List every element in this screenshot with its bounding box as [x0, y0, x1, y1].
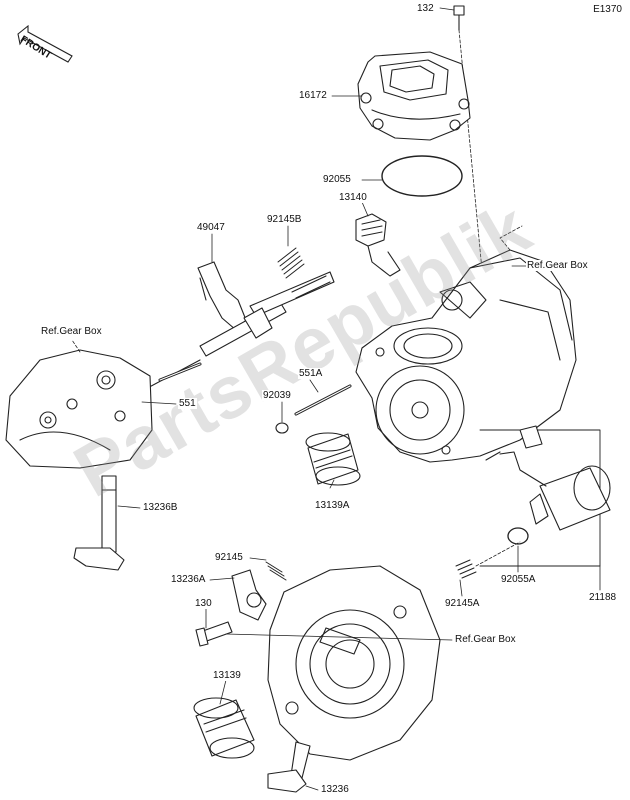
washer-92039-drawing: [275, 422, 289, 434]
part-label-13236B: 13236B: [142, 502, 179, 513]
spring-92145A-drawing: [455, 559, 477, 579]
actuator-21188-drawing: [479, 425, 611, 567]
left-gear-box-drawing: [5, 339, 153, 469]
part-label-130: 130: [194, 598, 213, 609]
cover-16172-drawing: [357, 51, 471, 141]
sensor-13140-drawing: [355, 213, 401, 277]
pin-13236-drawing: [267, 741, 311, 793]
part-label-92145A: 92145A: [444, 598, 481, 609]
part-label-92145B: 92145B: [266, 214, 303, 225]
pin-13236B-drawing: [73, 475, 125, 571]
lower-gear-box-drawing: [267, 565, 441, 761]
part-label-21188: 21188: [588, 592, 618, 603]
part-label-92145: 92145: [214, 552, 244, 563]
spring-92145B-drawing: [277, 247, 305, 279]
part-label-92055: 92055: [322, 174, 352, 185]
part-label-551A: 551A: [298, 368, 324, 379]
spring-92145-drawing: [265, 561, 287, 581]
bolt-130-drawing: [195, 621, 233, 647]
part-label-13140: 13140: [338, 192, 368, 203]
shift-fork-49047-drawing: [197, 261, 247, 331]
sleeve-13139A-drawing: [305, 432, 361, 486]
part-label-92055A: 92055A: [500, 574, 537, 585]
ref-gear-box-right-label: Ref.Gear Box: [526, 260, 589, 271]
ref-gear-box-left-label: Ref.Gear Box: [40, 326, 103, 337]
lever-13236A-drawing: [231, 569, 267, 621]
ref-gear-box-bottom-label: Ref.Gear Box: [454, 634, 517, 645]
part-label-49047: 49047: [196, 222, 226, 233]
part-label-551: 551: [178, 398, 197, 409]
part-label-16172: 16172: [298, 90, 328, 101]
part-label-132: 132: [416, 3, 435, 14]
front-arrow-icon: [17, 24, 73, 63]
part-label-13236A: 13236A: [170, 574, 207, 585]
gear-housing-drawing: [355, 225, 577, 463]
diagram-code: E1370: [593, 4, 622, 15]
part-label-13139A: 13139A: [314, 500, 351, 511]
shift-rod-drawing: [139, 271, 335, 393]
o-ring-92055A-drawing: [507, 527, 529, 545]
part-label-13139: 13139: [212, 670, 242, 681]
sleeve-13139-drawing: [193, 697, 255, 759]
part-label-13236: 13236: [320, 784, 350, 795]
bolt-132-drawing: [453, 5, 483, 271]
o-ring-92055-drawing: [381, 155, 463, 197]
part-label-92039: 92039: [262, 390, 292, 401]
